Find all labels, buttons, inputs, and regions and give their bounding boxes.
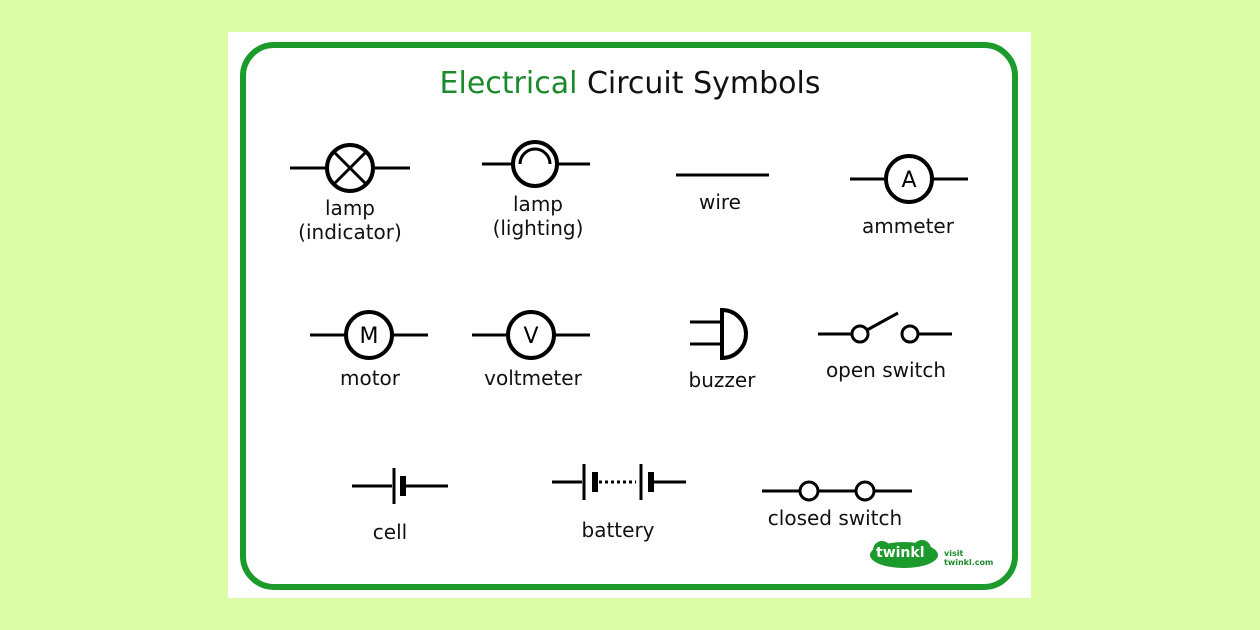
cell-symbol	[352, 468, 448, 504]
lamp-lighting-label-line2: (lighting)	[492, 216, 584, 240]
buzzer-label: buzzer	[688, 368, 756, 392]
green-rounded-frame	[240, 42, 1018, 590]
logo-url: visit twinkl.com	[944, 549, 994, 567]
lamp-indicator-symbol	[290, 143, 410, 193]
logo-wordmark: twinkl	[876, 545, 925, 561]
ammeter-letter: A	[901, 168, 916, 193]
title-rest: Circuit Symbols	[586, 66, 821, 101]
lamp-lighting-label-line1: lamp	[513, 192, 563, 216]
voltmeter-symbol: V	[472, 310, 590, 360]
lamp-indicator-label-line1: lamp	[325, 196, 375, 220]
closed-switch-label: closed switch	[767, 506, 903, 530]
wire-symbol	[676, 173, 769, 177]
cell-label: cell	[372, 520, 408, 544]
ammeter-label: ammeter	[862, 214, 954, 238]
lamp-indicator-label-line2: (indicator)	[298, 220, 402, 244]
lamp-lighting-symbol	[482, 140, 590, 188]
voltmeter-letter: V	[523, 324, 538, 349]
motor-label: motor	[339, 366, 401, 390]
cloud-icon	[870, 540, 938, 568]
voltmeter-label: voltmeter	[484, 366, 582, 390]
lamp-lighting-label: lamp (lighting)	[478, 192, 598, 240]
twinkl-logo[interactable]: twinkl visit twinkl.com	[868, 540, 1008, 570]
ammeter-symbol: A	[850, 154, 968, 204]
open-switch-label: open switch	[825, 358, 947, 382]
open-switch-symbol	[818, 311, 952, 344]
page-title: Electrical Circuit Symbols	[0, 66, 1260, 101]
wire-label: wire	[698, 190, 741, 214]
battery-symbol	[552, 464, 686, 500]
motor-letter: M	[360, 324, 379, 349]
lamp-indicator-label: lamp (indicator)	[290, 196, 410, 244]
buzzer-symbol	[690, 307, 748, 361]
motor-symbol: M	[310, 310, 428, 360]
closed-switch-symbol	[762, 480, 912, 502]
battery-label: battery	[581, 518, 655, 542]
title-accent-word: Electrical	[439, 66, 578, 101]
